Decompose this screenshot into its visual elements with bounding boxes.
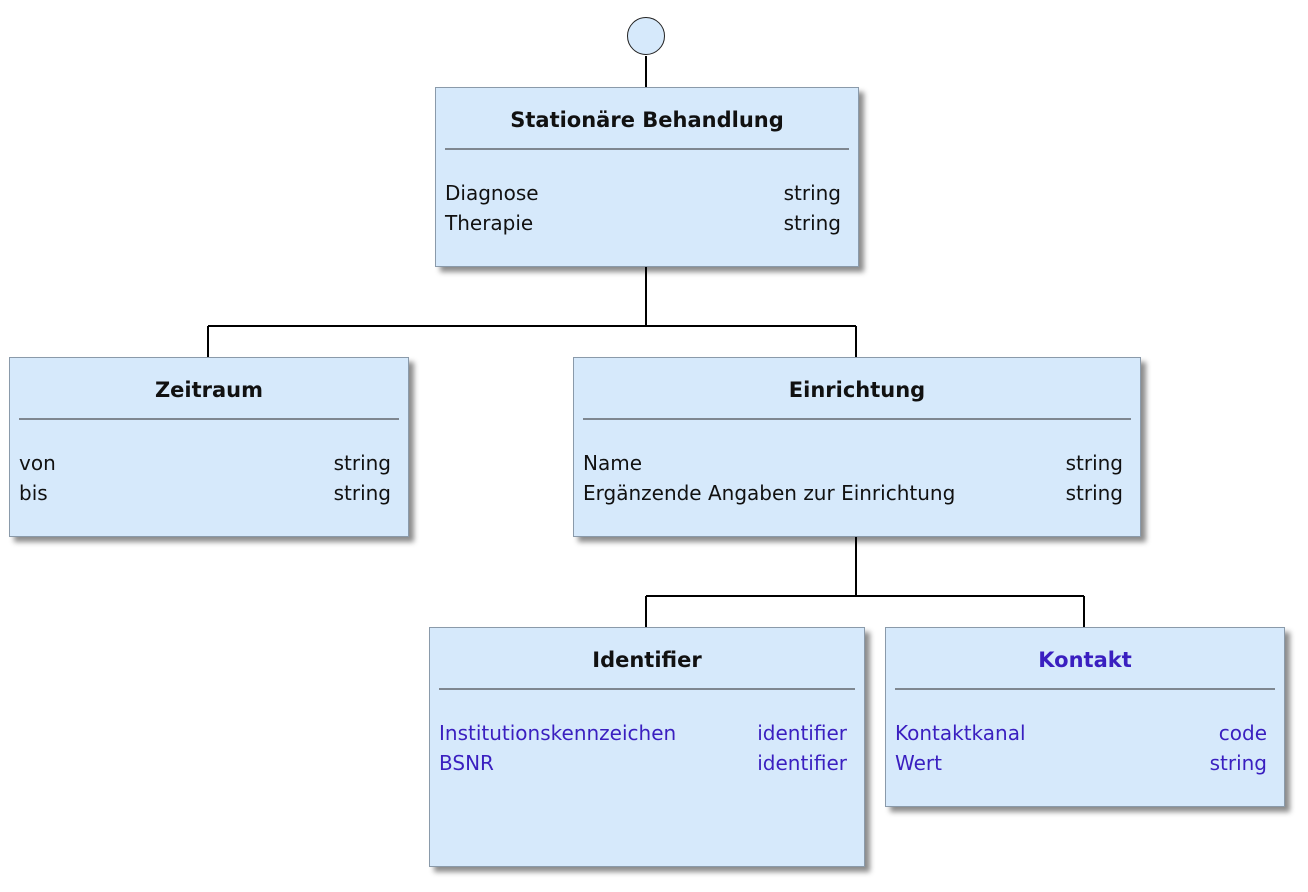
attribute-row[interactable]: Institutionskennzeichen identifier <box>439 718 855 748</box>
attribute-type[interactable]: identifier <box>757 751 847 775</box>
attribute-name[interactable]: Institutionskennzeichen <box>439 721 677 745</box>
attribute-type: string <box>333 451 391 475</box>
attribute-row: bis string <box>19 478 399 508</box>
box-identifier[interactable]: Identifier Institutionskennzeichen ident… <box>429 627 865 867</box>
box-divider <box>895 688 1275 690</box>
attribute-row: von string <box>19 448 399 478</box>
box-stationaere-behandlung[interactable]: Stationäre Behandlung Diagnose string Th… <box>435 87 859 267</box>
box-title: Zeitraum <box>154 378 264 402</box>
attribute-type: string <box>1065 451 1123 475</box>
attribute-type: string <box>333 481 391 505</box>
attribute-name: Name <box>583 451 643 475</box>
attribute-name: Therapie <box>445 211 534 235</box>
attribute-row[interactable]: Wert string <box>895 748 1275 778</box>
attribute-type: string <box>783 211 841 235</box>
attribute-row: Therapie string <box>445 208 849 238</box>
box-title: Einrichtung <box>788 378 926 402</box>
attribute-list: von string bis string <box>19 448 399 508</box>
attribute-name: von <box>19 451 56 475</box>
attribute-row[interactable]: Kontaktkanal code <box>895 718 1275 748</box>
box-divider <box>445 148 849 150</box>
box-divider <box>19 418 399 420</box>
attribute-type[interactable]: string <box>1209 751 1267 775</box>
attribute-name: Diagnose <box>445 181 539 205</box>
attribute-list: Diagnose string Therapie string <box>445 178 849 238</box>
attribute-type[interactable]: identifier <box>757 721 847 745</box>
box-zeitraum[interactable]: Zeitraum von string bis string <box>9 357 409 537</box>
box-divider <box>439 688 855 690</box>
attribute-row: Diagnose string <box>445 178 849 208</box>
box-title: Identifier <box>592 648 702 672</box>
box-title[interactable]: Kontakt <box>1038 648 1132 672</box>
attribute-type: string <box>783 181 841 205</box>
attribute-row[interactable]: BSNR identifier <box>439 748 855 778</box>
box-title: Stationäre Behandlung <box>510 108 784 132</box>
root-node-circle <box>627 17 665 55</box>
box-kontakt[interactable]: Kontakt Kontaktkanal code Wert string <box>885 627 1285 807</box>
attribute-name[interactable]: Kontaktkanal <box>895 721 1026 745</box>
attribute-list: Institutionskennzeichen identifier BSNR … <box>439 718 855 778</box>
attribute-name[interactable]: BSNR <box>439 751 494 775</box>
attribute-type[interactable]: code <box>1218 721 1267 745</box>
attribute-name[interactable]: Wert <box>895 751 942 775</box>
box-einrichtung[interactable]: Einrichtung Name string Ergänzende Angab… <box>573 357 1141 537</box>
attribute-row: Ergänzende Angaben zur Einrichtung strin… <box>583 478 1131 508</box>
attribute-list: Kontaktkanal code Wert string <box>895 718 1275 778</box>
attribute-type: string <box>1065 481 1123 505</box>
attribute-row: Name string <box>583 448 1131 478</box>
box-divider <box>583 418 1131 420</box>
attribute-list: Name string Ergänzende Angaben zur Einri… <box>583 448 1131 508</box>
attribute-name: Ergänzende Angaben zur Einrichtung <box>583 481 956 505</box>
attribute-name: bis <box>19 481 48 505</box>
